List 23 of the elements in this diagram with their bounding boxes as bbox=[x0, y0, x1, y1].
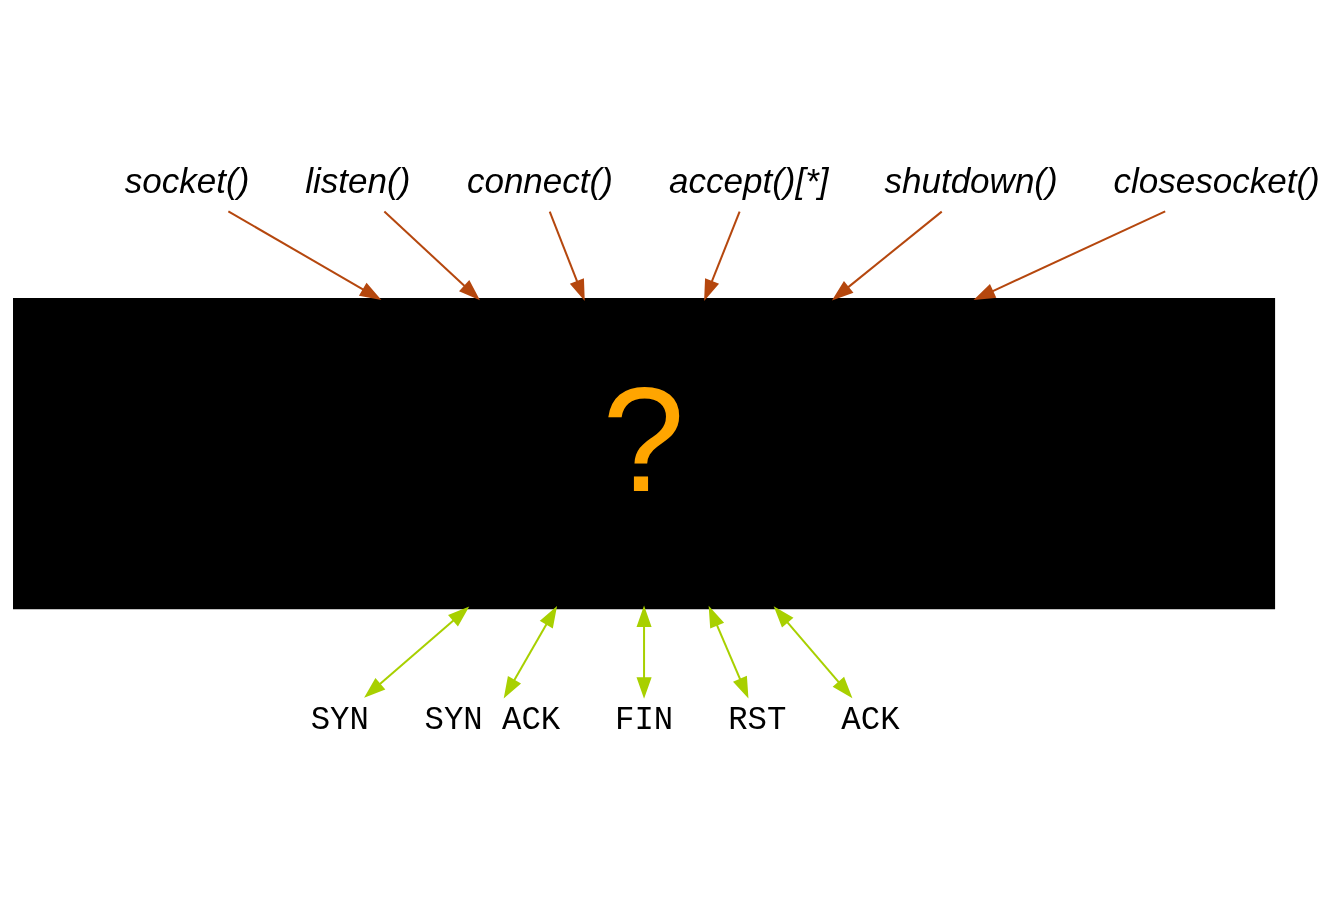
node-text: SYN ACK bbox=[424, 701, 561, 739]
arrow bbox=[227, 210, 382, 300]
arrow bbox=[773, 605, 853, 698]
arrow bbox=[548, 210, 585, 301]
node-text: connect() bbox=[466, 160, 613, 200]
node-text: SYN bbox=[310, 701, 369, 739]
arrow bbox=[364, 606, 470, 698]
arrow bbox=[708, 605, 749, 699]
arrow bbox=[503, 605, 558, 698]
arrow bbox=[831, 210, 943, 300]
arrow bbox=[636, 605, 652, 699]
node-text: ACK bbox=[841, 701, 900, 739]
arrow bbox=[704, 210, 741, 301]
arrow bbox=[383, 210, 480, 300]
node-text: RST bbox=[728, 701, 787, 739]
arrow bbox=[973, 209, 1166, 300]
node-text: socket() bbox=[124, 160, 250, 200]
node-text: closesocket() bbox=[1113, 160, 1320, 200]
node-text: accept()[*] bbox=[668, 160, 829, 200]
node-text: FIN bbox=[615, 701, 674, 739]
node-text: listen() bbox=[305, 160, 411, 200]
node-text: shutdown() bbox=[884, 160, 1058, 200]
node-box: ? bbox=[13, 297, 1276, 609]
